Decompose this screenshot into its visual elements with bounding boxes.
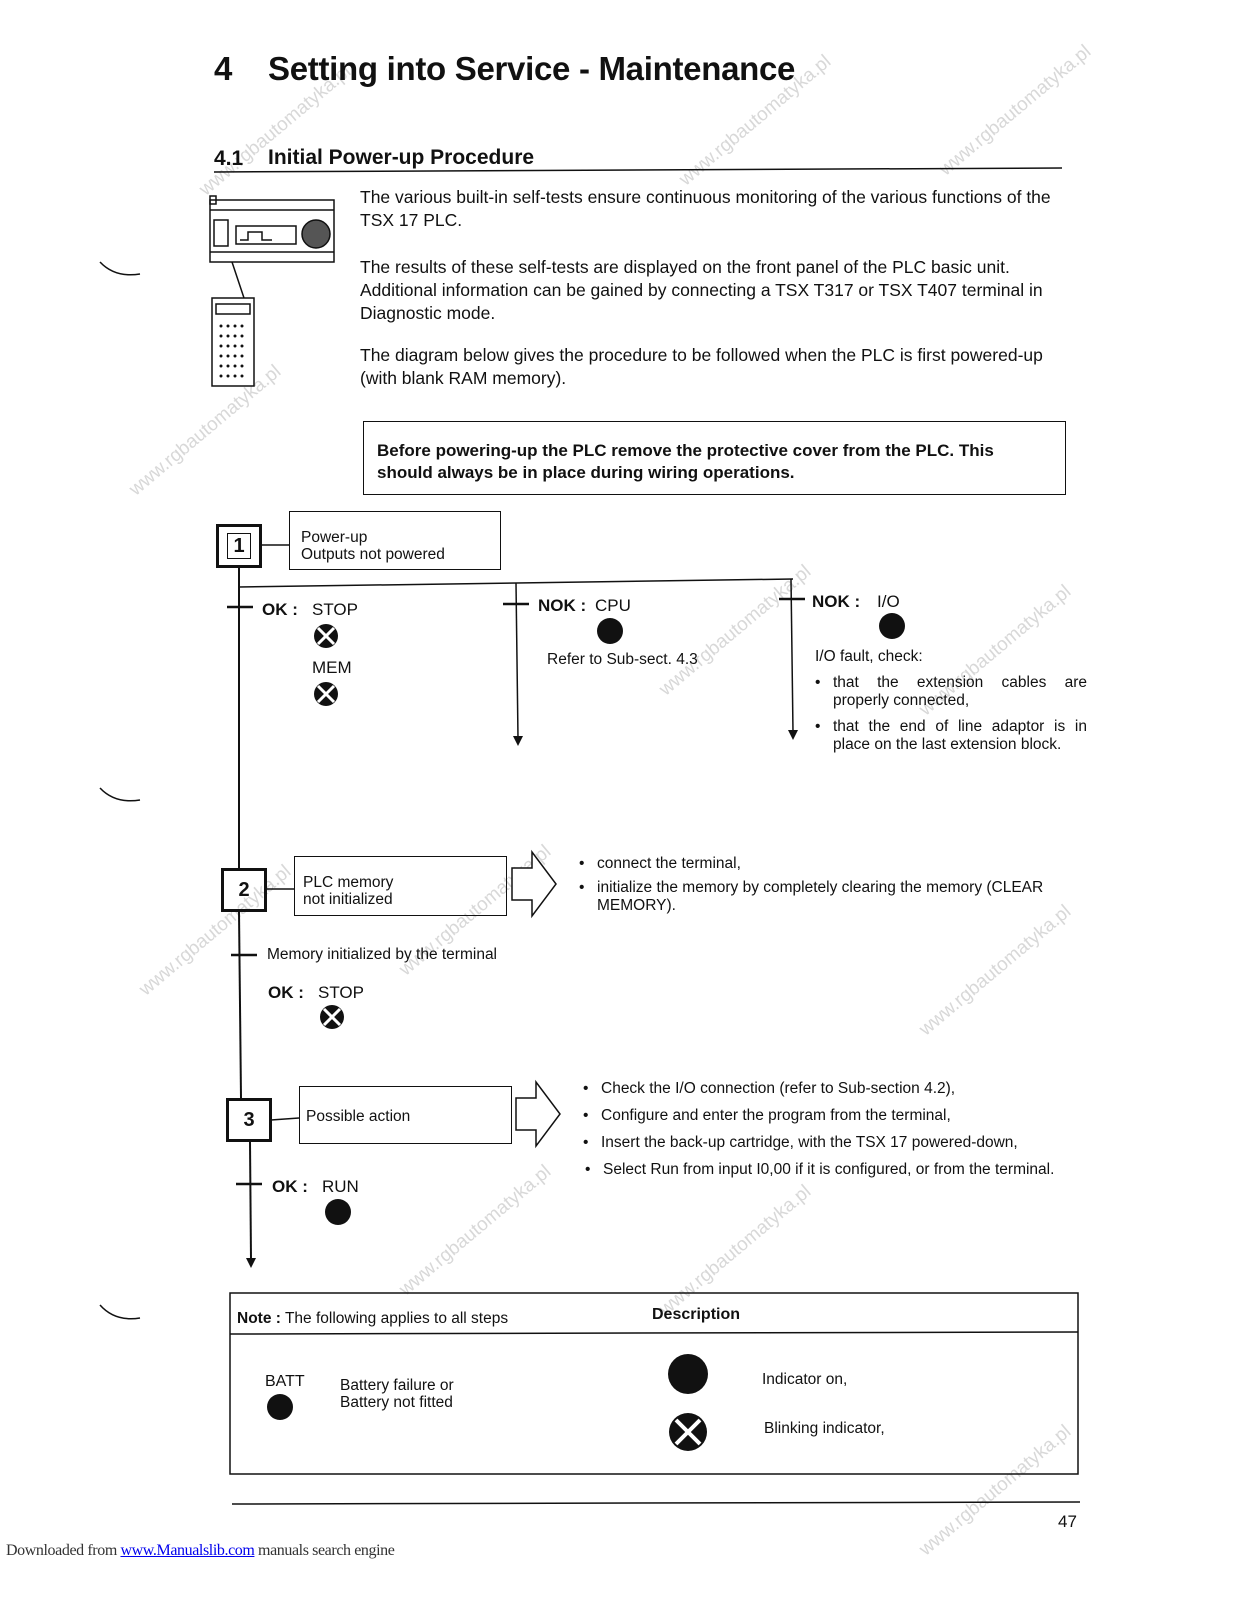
ok-label: OK : (272, 1177, 308, 1196)
blinking-indicator-icon (320, 1005, 344, 1029)
blinking-indicator-icon (669, 1413, 707, 1451)
batt-label: BATT (265, 1373, 305, 1390)
step-3-box: 3 (226, 1098, 272, 1142)
note-header: Note : The following applies to all step… (237, 1310, 508, 1328)
footer-suffix: manuals search engine (254, 1542, 395, 1559)
step-2-box: 2 (221, 868, 267, 912)
indicator-on-icon (879, 613, 905, 639)
io-fault-text: I/O fault, check: (815, 648, 923, 665)
io-indicator-label: I/O (877, 592, 900, 611)
nok-label: NOK : (538, 596, 587, 615)
step-3-description: Possible action (299, 1086, 512, 1144)
chapter-number: 4 (214, 50, 233, 87)
step-3-bullet: Configure and enter the program from the… (583, 1107, 1101, 1125)
cpu-indicator-label: CPU (595, 596, 631, 615)
step-1-box: 1 (216, 524, 262, 568)
step-number: 2 (238, 878, 250, 901)
step-3-bullet: Check the I/O connection (refer to Sub-s… (583, 1080, 1101, 1098)
indicator-on-icon (325, 1199, 351, 1225)
step-1-description: Power-up Outputs not powered (289, 511, 501, 570)
run-indicator-label: RUN (322, 1177, 359, 1196)
indicator-on-icon (668, 1354, 708, 1394)
indicator-on-description: Indicator on, (762, 1371, 848, 1388)
io-fault-bullet: that the end of line adaptor is in place… (815, 718, 1087, 754)
stop-indicator-label: STOP (318, 983, 364, 1002)
step-1-line2: Outputs not powered (301, 546, 445, 563)
warning-text: Before powering-up the PLC remove the pr… (377, 441, 994, 482)
arrow-right-icon (511, 849, 557, 919)
batt-description: Battery failure or (340, 1377, 454, 1394)
io-fault-bullet: that the extension cables are properly c… (815, 674, 1087, 710)
indicator-on-icon (267, 1394, 293, 1420)
ok-label: OK : (268, 983, 304, 1002)
section-number: 4.1 (214, 147, 244, 170)
step-2-description: PLC memory not initialized (294, 856, 507, 916)
transition-text: Memory initialized by the terminal (267, 946, 498, 963)
description-header: Description (652, 1306, 741, 1323)
step-3-line1: Possible action (306, 1108, 411, 1125)
stop-indicator-label: STOP (312, 600, 358, 619)
page-number: 47 (1058, 1512, 1077, 1531)
chapter-title: Setting into Service - Maintenance (268, 50, 796, 87)
step-2-line2: not initialized (303, 891, 393, 908)
step-2-line1: PLC memory (303, 874, 394, 891)
ok-label: OK : (262, 600, 298, 619)
step-number: 3 (243, 1108, 255, 1131)
cpu-fault-reference: Refer to Sub-sect. 4.3 (547, 651, 698, 668)
warning-box: Before powering-up the PLC remove the pr… (363, 421, 1066, 495)
intro-paragraph: The diagram below gives the procedure to… (360, 345, 1043, 388)
plc-terminal-illustration-icon (209, 195, 335, 387)
manualslib-link[interactable]: www.Manualslib.com (120, 1542, 255, 1559)
batt-description: Battery not fitted (340, 1394, 453, 1411)
blinking-indicator-icon (314, 682, 338, 706)
section-title: Initial Power-up Procedure (268, 146, 535, 169)
footer-prefix: Downloaded from (6, 1542, 121, 1559)
blinking-indicator-description: Blinking indicator, (764, 1420, 885, 1437)
download-footer: Downloaded from www.Manualslib.com manua… (6, 1542, 395, 1560)
step-1-line1: Power-up (301, 529, 368, 546)
intro-paragraph: The various built-in self-tests ensure c… (360, 187, 1051, 230)
blinking-indicator-icon (314, 624, 338, 648)
step-2-bullet: connect the terminal, (579, 855, 1097, 873)
nok-label: NOK : (812, 592, 861, 611)
mem-indicator-label: MEM (312, 658, 352, 677)
note-text: The following applies to all steps (284, 1310, 509, 1327)
step-2-bullet: initialize the memory by completely clea… (579, 879, 1097, 915)
step-3-bullet: Select Run from input I0,00 if it is con… (585, 1161, 1091, 1179)
indicator-on-icon (597, 618, 623, 644)
note-label: Note : (237, 1310, 281, 1327)
intro-paragraph: The results of these self-tests are disp… (360, 257, 1043, 323)
arrow-right-icon (515, 1079, 561, 1149)
step-3-bullet: Insert the back-up cartridge, with the T… (583, 1134, 1101, 1152)
step-number: 1 (227, 533, 251, 559)
